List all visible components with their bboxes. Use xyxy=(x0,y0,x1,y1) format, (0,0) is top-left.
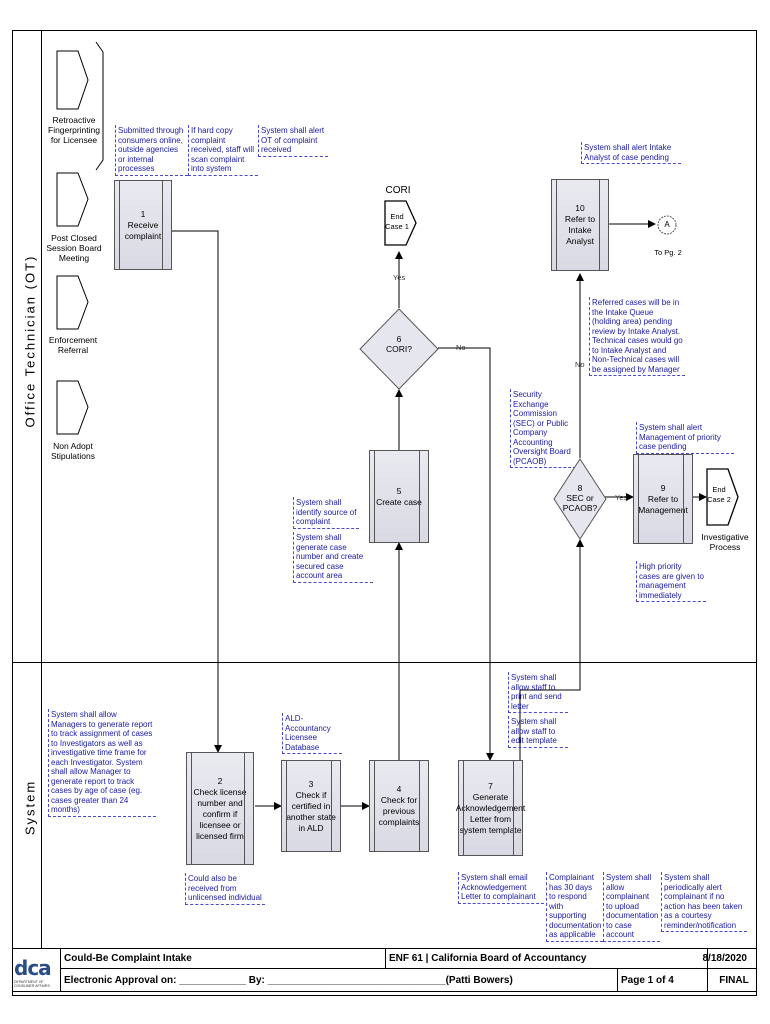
note-periodic: System shall periodically alert complain… xyxy=(661,872,747,932)
trigger-arrow-3 xyxy=(56,275,89,330)
note-submitted: Submitted through consumers online, outs… xyxy=(115,125,188,176)
edge-label-no-sec: No xyxy=(575,360,585,369)
lane-divider-vertical xyxy=(41,30,42,948)
trigger-arrow-2 xyxy=(56,172,89,227)
note-referred: Referred cases will be in the Intake Que… xyxy=(589,297,685,376)
trigger-arrow-1 xyxy=(56,50,89,110)
note-alert-mgmt: System shall alert Management of priorit… xyxy=(636,422,734,454)
note-edit: System shall allow staff to edit templat… xyxy=(508,716,568,748)
terminator-inv-label: End Case 2 xyxy=(707,485,731,504)
decision-8-diamond xyxy=(553,458,607,540)
note-thirty: Complainant has 30 days to respond with … xyxy=(546,872,603,942)
note-print: System shall allow staff to print and se… xyxy=(508,672,568,713)
footer-status: FINAL xyxy=(707,969,757,991)
note-alert-ot: System shall alert OT of complaint recei… xyxy=(258,125,328,157)
dca-logo: dca DEPARTMENT OF CONSUMER AFFAIRS xyxy=(14,951,58,989)
footer-border xyxy=(12,948,757,992)
edge-label-yes-sec: Yes xyxy=(615,493,628,502)
note-ald: ALD-Accountancy Licensee Database xyxy=(282,713,342,754)
edge-7-to-8 xyxy=(519,539,584,760)
edge-6-to-7 xyxy=(438,347,494,761)
note-unlicensed: Could also be received from unlicensed i… xyxy=(185,873,265,905)
footer-page: Page 1 of 4 xyxy=(617,969,707,991)
trigger-arrow-4 xyxy=(56,380,89,435)
footer: dca DEPARTMENT OF CONSUMER AFFAIRS Could… xyxy=(12,948,757,992)
lane-divider-horizontal xyxy=(12,662,757,663)
diagram-frame xyxy=(12,30,757,996)
note-upload: System shall allow complainant to upload… xyxy=(603,872,660,942)
trigger-label-4: Non Adopt Stipulations xyxy=(51,441,95,461)
terminator-inv-shape xyxy=(706,468,739,526)
note-identify: System shall identify source of complain… xyxy=(293,497,359,529)
edge-label-no-cori: No xyxy=(456,343,466,352)
trigger-label-2: Post Closed Session Board Meeting xyxy=(46,233,102,263)
footer-title: Could-Be Complaint Intake xyxy=(60,949,385,969)
note-generate: System shall generate case number and cr… xyxy=(293,532,373,583)
note-alert-intake: System shall alert Intake Analyst of cas… xyxy=(581,142,681,164)
trigger-label-3: Enforcement Referral xyxy=(48,335,98,355)
edge-label-yes-cori: Yes xyxy=(393,273,406,282)
footer-approval: Electronic Approval on: ____________ By:… xyxy=(60,969,617,991)
terminator-inv-title: Investigative Process xyxy=(701,532,749,552)
offpage-connector-a xyxy=(657,215,677,235)
note-hardcopy: If hard copy complaint received, staff w… xyxy=(188,125,258,176)
terminator-cori-title: CORI xyxy=(385,185,411,196)
dca-logo-caption: DEPARTMENT OF CONSUMER AFFAIRS xyxy=(14,980,50,988)
terminator-cori-shape xyxy=(384,200,417,246)
footer-enf: ENF 61 | California Board of Accountancy xyxy=(385,949,707,969)
note-email: System shall email Acknowledgement Lette… xyxy=(458,872,544,904)
terminator-cori-label: End Case 1 xyxy=(385,212,409,231)
trigger-bracket xyxy=(95,41,104,171)
note-sec: Security Exchange Commission (SEC) or Pu… xyxy=(510,389,576,468)
offpage-connector-caption: To Pg. 2 xyxy=(654,248,682,257)
decision-6-diamond xyxy=(359,308,439,390)
note-high-priority: High priority cases are given to managem… xyxy=(636,561,706,602)
trigger-label-1: Retroactive Fingerprinting for Licensee xyxy=(48,115,100,145)
dca-logo-mark: dca xyxy=(14,956,52,980)
edge-1-to-2 xyxy=(172,230,222,753)
offpage-connector-letter: A xyxy=(664,220,670,229)
note-managers: System shall allow Managers to generate … xyxy=(48,709,156,817)
footer-date: 8/18/2020 xyxy=(703,949,757,969)
